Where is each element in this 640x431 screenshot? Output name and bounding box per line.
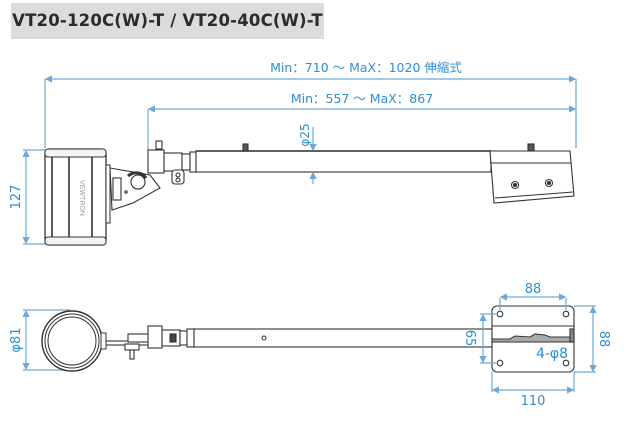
arm-length-label: Min：557 ～ MaX：867 [291,91,433,106]
side-view: Min：710 ～ MaX：1020 伸縮式 Min：557 ～ MaX：867… [9,60,577,246]
brand-logo: VEWTRON [78,180,85,216]
head-height-dimension [22,149,45,245]
title-bar: VT20-120C(W)-T / VT20-40C(W)-T [11,3,324,39]
head-diameter-label: φ81 [9,327,24,352]
top-view: φ81 [9,282,611,409]
light-head-top [41,310,107,372]
joint-bracket-side [109,167,161,211]
wall-plate-top [491,305,575,373]
plate-dimensions [479,293,597,394]
product-title: VT20-120C(W)-T / VT20-40C(W)-T [12,11,323,30]
light-head-side [44,148,111,246]
pipe-diameter-label: φ25 [298,123,312,146]
pipe-clamp-side [147,140,197,185]
plate-width-label: 110 [521,394,546,409]
pipe-side [195,143,492,173]
plate-hole-spacing-x-label: 88 [525,282,542,297]
joint-top [105,325,195,360]
plate-height-label: 88 [596,331,611,348]
plate-holes-label: 4-φ8 [536,346,568,362]
pipe-top [193,328,493,348]
head-height-label: 127 [9,185,24,210]
wall-bracket-side [489,143,575,204]
arm-length-dimension [147,105,577,150]
overall-length-label: Min：710 ～ MaX：1020 伸縮式 [270,60,462,75]
plate-hole-spacing-y-label: 65 [462,330,477,347]
